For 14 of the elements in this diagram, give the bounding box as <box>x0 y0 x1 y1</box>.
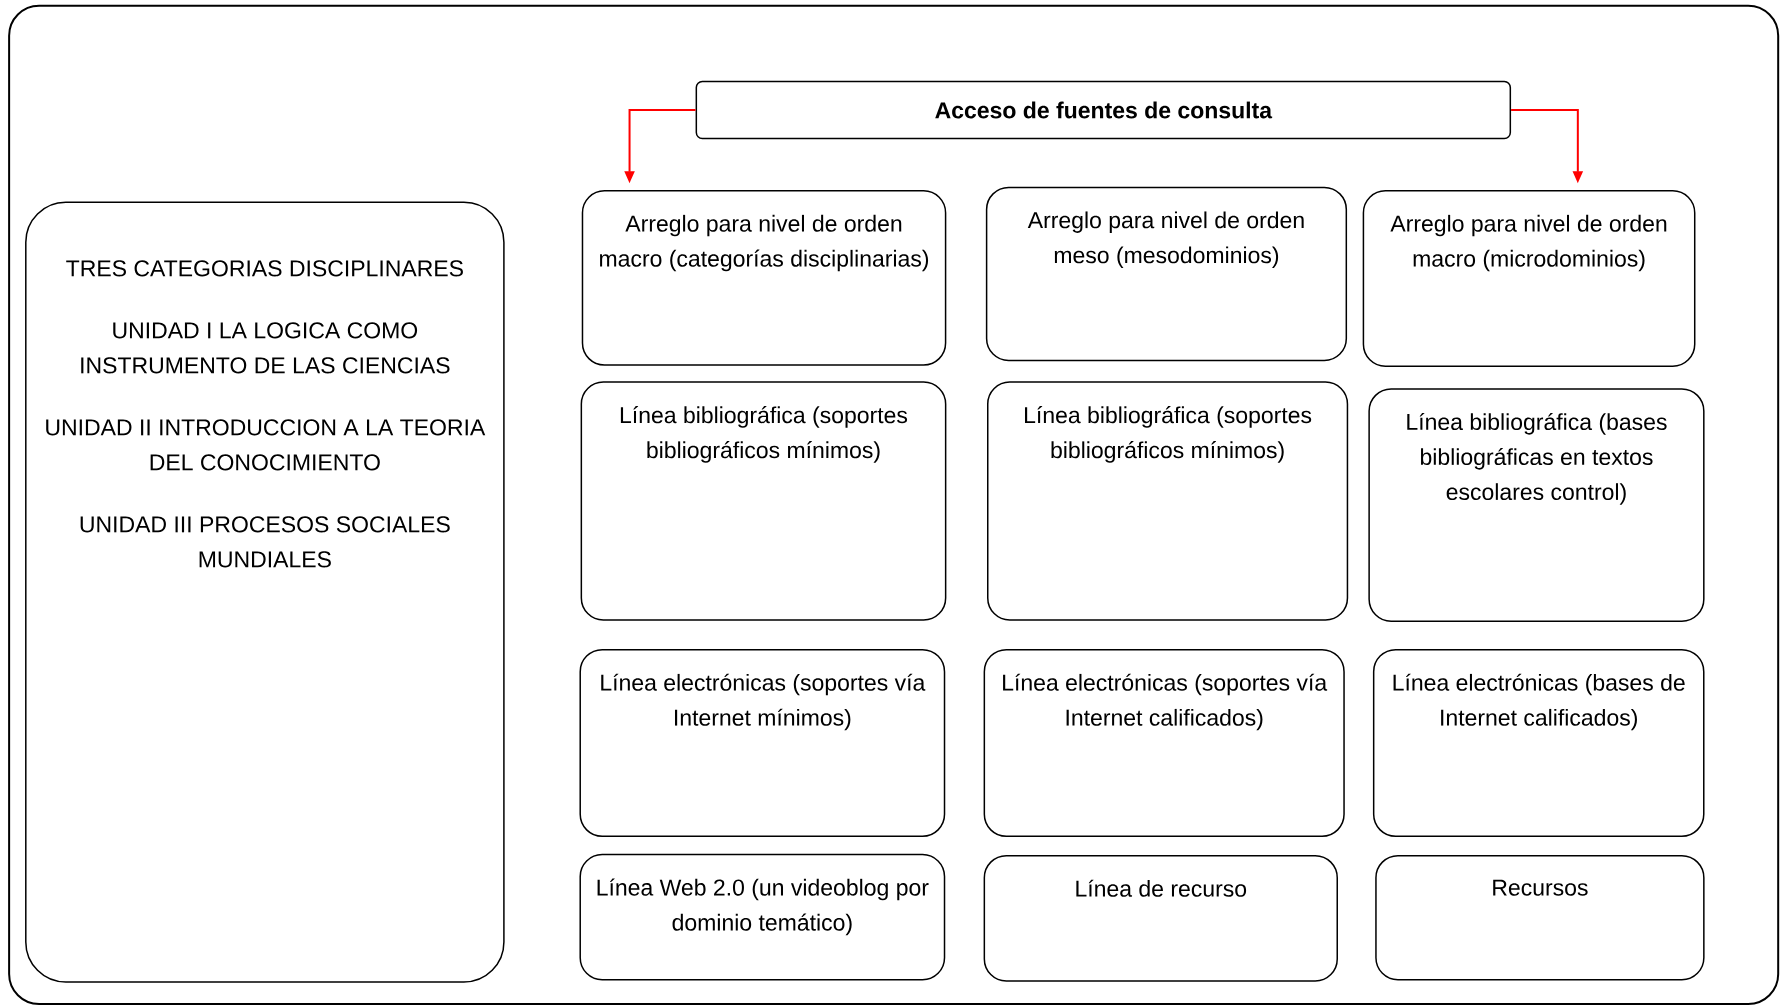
content-box: Línea Web 2.0 (un videoblog por dominio temático) <box>579 853 946 981</box>
content-box: Línea de recurso <box>983 854 1338 982</box>
content-box: Arreglo para nivel de orden macro (categorías disciplinarias) <box>581 190 947 366</box>
content-box: Línea electrónicas (soportes vía Internet calificados) <box>983 648 1345 838</box>
content-box: Arreglo para nivel de orden meso (mesodominios) <box>985 186 1348 362</box>
content-box: Línea bibliográfica (soportes bibliográficos mínimos) <box>580 381 947 621</box>
content-box: Arreglo para nivel de orden macro (microdominios) <box>1362 190 1696 367</box>
header-box: Acceso de fuentes de consulta <box>695 80 1512 140</box>
content-box: Línea bibliográfica (bases bibliográficas en textos escolares control) <box>1368 388 1705 622</box>
content-box: Línea bibliográfica (soportes bibliográficos mínimos) <box>987 381 1349 621</box>
content-box: Recursos <box>1375 854 1705 981</box>
content-box: Línea electrónicas (soportes vía Internet mínimos) <box>579 648 946 838</box>
content-box: Línea electrónicas (bases de Internet calificados) <box>1372 648 1705 838</box>
unit-list-box: TRES CATEGORIAS DISCIPLINARES UNIDAD I LA LOGICA COMO INSTRUMENTO DE LAS CIENCIAS UNIDAD II INTRODUCCION A LA TEORIA DEL CONOCIMIENTO UNIDAD III PROCESOS SOCIALES MUNDIALES <box>25 201 505 983</box>
